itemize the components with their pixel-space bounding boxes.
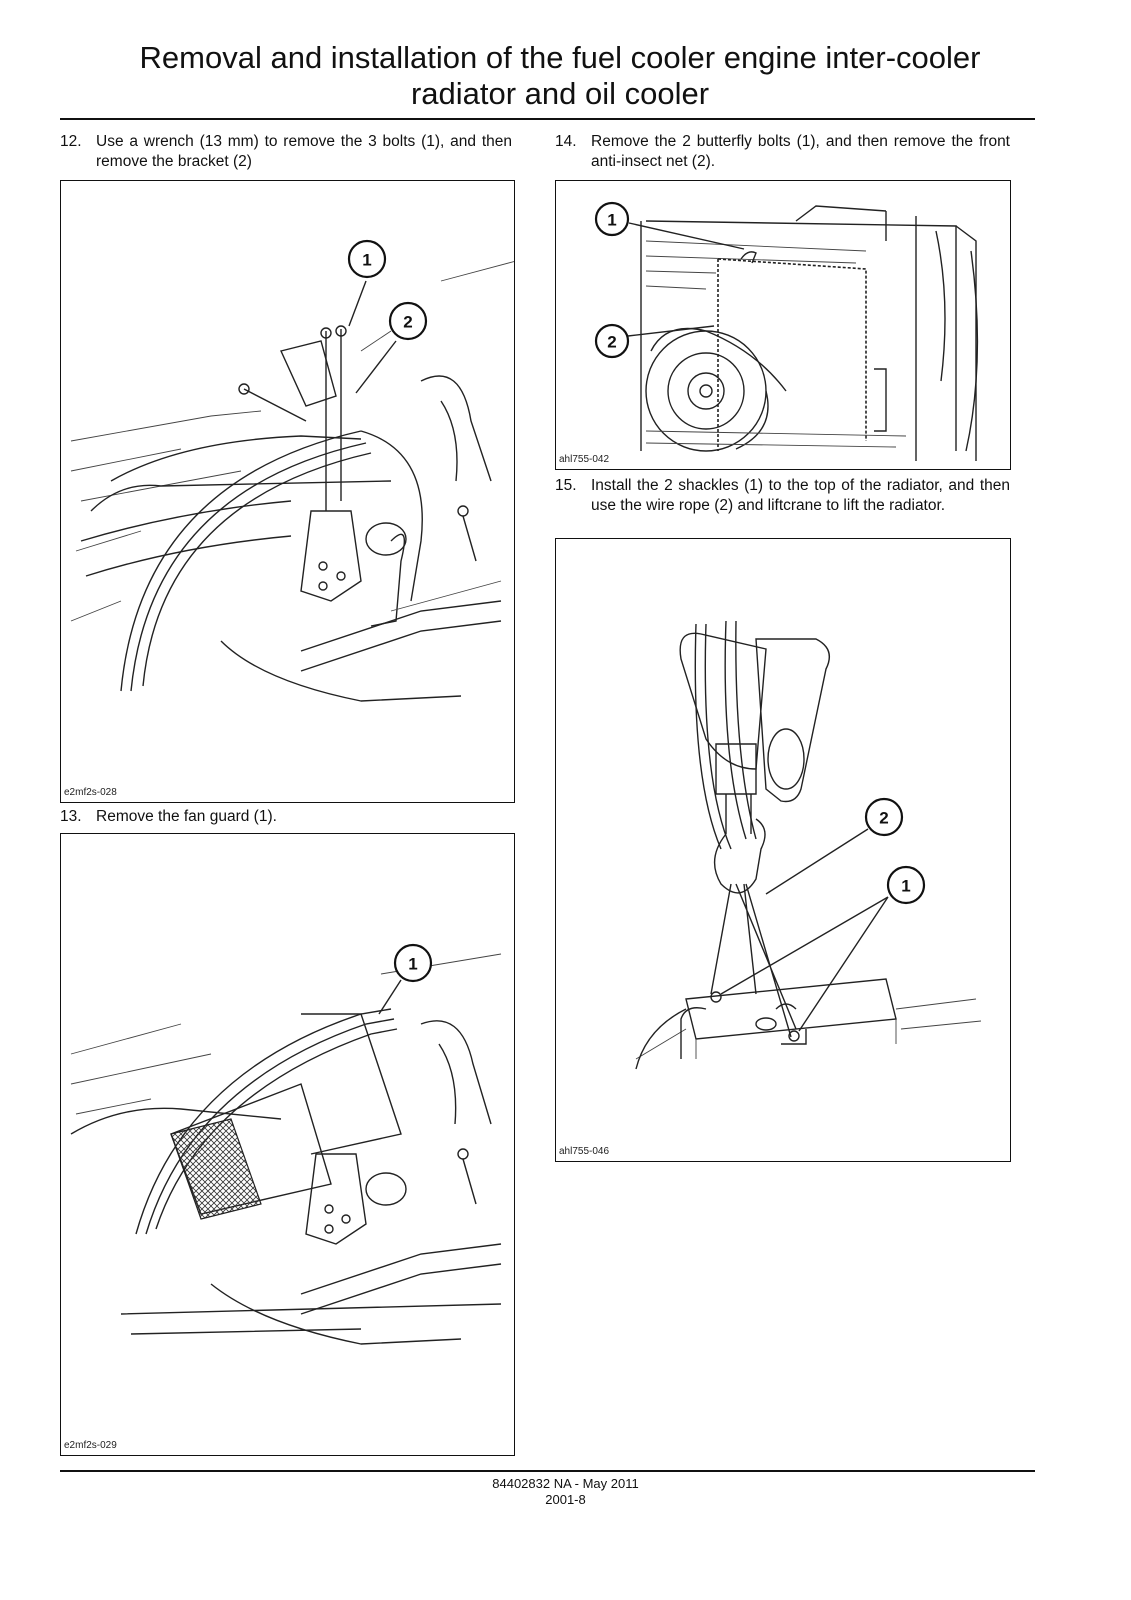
- title-line-2: radiator and oil cooler: [410, 76, 710, 111]
- svg-text:1: 1: [408, 955, 417, 974]
- step-13: 13. Remove the fan guard (1).: [60, 807, 512, 827]
- step-15: 15. Install the 2 shackles (1) to the to…: [555, 476, 1010, 516]
- callout-2: 2: [594, 323, 715, 359]
- callout-2: 2: [765, 797, 904, 895]
- figure-code: ahl755-046: [559, 1146, 610, 1157]
- step-number: 14.: [555, 133, 577, 150]
- figure-code: e2mf2s-028: [64, 787, 117, 798]
- bracket-illustration: 1 2: [70, 239, 514, 702]
- svg-text:1: 1: [362, 251, 371, 270]
- svg-text:1: 1: [607, 211, 616, 230]
- figure-radiator-lifting: 2 1 ahl755-046: [555, 538, 1011, 1162]
- step-number: 12.: [60, 133, 82, 150]
- figure-bracket-removal: 1 2 e2mf2s-028: [60, 180, 515, 803]
- footer-page-number: 2001-8: [545, 1492, 586, 1507]
- figure-fan-guard-removal: 1 e2mf2s-029: [60, 833, 515, 1456]
- header-rule: [60, 118, 1035, 120]
- step-text: Remove the fan guard (1).: [96, 808, 277, 825]
- figure-code: e2mf2s-029: [64, 1440, 117, 1451]
- step-number: 13.: [60, 808, 82, 825]
- step-14: 14. Remove the 2 butterfly bolts (1), an…: [555, 132, 1010, 172]
- step-12: 12. Use a wrench (13 mm) to remove the 3…: [60, 132, 512, 172]
- figure-insect-net-removal: 1 2 ahl755-042: [555, 180, 1011, 470]
- callout-2: 2: [355, 301, 428, 394]
- svg-text:2: 2: [403, 313, 412, 332]
- svg-text:2: 2: [879, 809, 888, 828]
- title-line-1: Removal and installation of the fuel coo…: [139, 40, 981, 75]
- step-text: Remove the 2 butterfly bolts (1), and th…: [591, 133, 1010, 170]
- step-number: 15.: [555, 477, 577, 494]
- callout-1: 1: [347, 239, 387, 327]
- step-text: Install the 2 shackles (1) to the top of…: [591, 477, 1010, 514]
- page-title: Removal and installation of the fuel coo…: [40, 40, 1080, 112]
- callout-1: 1: [594, 201, 745, 250]
- footer-doc-id: 84402832 NA - May 2011: [492, 1476, 639, 1491]
- callout-1: 1: [378, 943, 433, 1015]
- fan-guard-illustration: 1: [70, 943, 502, 1345]
- step-text: Use a wrench (13 mm) to remove the 3 bol…: [96, 133, 512, 170]
- insect-net-illustration: 1 2: [594, 201, 979, 461]
- callout-1: 1: [720, 865, 926, 1032]
- figure-code: ahl755-042: [559, 454, 610, 465]
- footer-rule: [60, 1470, 1035, 1472]
- svg-text:2: 2: [607, 333, 616, 352]
- svg-text:1: 1: [901, 877, 910, 896]
- crane-lift-illustration: 2 1: [635, 620, 982, 1070]
